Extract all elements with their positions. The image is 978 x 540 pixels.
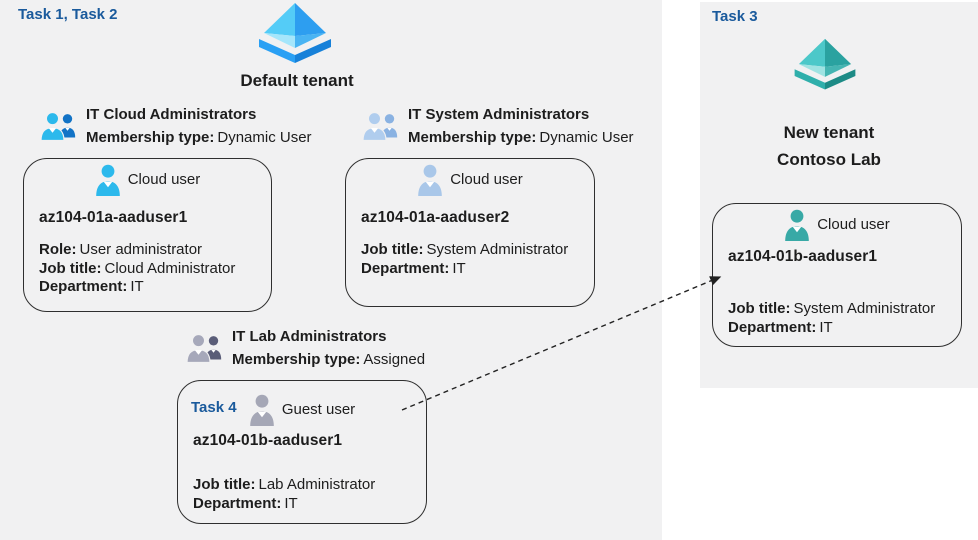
user-name: az104-01b-aaduser1 <box>728 248 878 265</box>
new-tenant-line2: Contoso Lab <box>777 150 881 169</box>
group-it-system-administrators: IT System Administrators Membership type… <box>362 105 634 147</box>
membership-type: Membership type:Assigned <box>232 351 426 368</box>
user-type-row: Cloud user <box>346 164 594 197</box>
new-tenant-label: New tenant Contoso Lab <box>738 119 920 173</box>
user-card-aaduser2: Cloud user az104-01a-aaduser2 Job title:… <box>345 158 595 307</box>
cloud-user-icon <box>785 209 810 241</box>
azure-tenant-pyramid-icon <box>794 38 856 90</box>
user-type-label: Cloud user <box>127 171 201 188</box>
user-name: az104-01a-aaduser2 <box>361 209 510 226</box>
user-field: Job title:System Administrator <box>728 300 936 317</box>
user-type-label: Cloud user <box>450 171 523 188</box>
user-type-row: Cloud user <box>713 209 961 242</box>
user-fields: Job title:System Administrator Departmen… <box>728 300 935 337</box>
cloud-user-icon <box>95 164 120 196</box>
guest-user-card: Task 4 Guest user az104-01b-aaduser1 Job… <box>177 380 427 524</box>
task-1-2-label: Task 1, Task 2 <box>18 6 118 23</box>
group-header-text: IT System Administrators Membership type… <box>408 105 634 147</box>
user-field: Department:IT <box>193 494 298 512</box>
user-type-label: Guest user <box>281 401 356 418</box>
default-tenant-icon <box>256 2 334 66</box>
user-field: Department:IT <box>39 278 144 295</box>
group-it-lab-administrators: IT Lab Administrators Membership type:As… <box>186 327 425 369</box>
user-field: Job title:Lab Administrator <box>193 476 376 493</box>
user-field: Department:IT <box>361 259 466 277</box>
user-field: Department:IT <box>728 318 833 336</box>
task-3-label: Task 3 <box>712 8 758 25</box>
task-4-label: Task 4 <box>191 399 237 416</box>
membership-type: Membership type:Dynamic User <box>86 129 312 146</box>
group-header-text: IT Cloud Administrators Membership type:… <box>86 105 312 147</box>
user-name: az104-01a-aaduser1 <box>39 209 188 226</box>
default-tenant-label: Default tenant <box>240 71 354 90</box>
user-group-icon <box>186 333 222 364</box>
membership-type: Membership type:Dynamic User <box>408 129 634 146</box>
user-fields: Job title:Lab Administrator Department:I… <box>193 476 375 513</box>
user-group-icon <box>40 111 76 142</box>
user-field: Role:User administrator <box>39 241 203 258</box>
new-tenant-line1: New tenant <box>783 123 875 142</box>
guest-user-icon <box>250 394 274 426</box>
user-field: Job title:Cloud Administrator <box>39 259 236 277</box>
user-group-icon <box>362 111 398 142</box>
new-tenant-user-card: Cloud user az104-01b-aaduser1 Job title:… <box>712 203 962 347</box>
user-field: Job title:System Administrator <box>361 241 569 258</box>
group-title: IT Lab Administrators <box>232 328 387 345</box>
new-tenant-icon <box>792 38 858 92</box>
group-title: IT Cloud Administrators <box>86 106 257 123</box>
user-fields: Job title:System Administrator Departmen… <box>361 241 568 278</box>
user-card-aaduser1: Cloud user az104-01a-aaduser1 Role:User … <box>23 158 272 312</box>
azure-tenant-pyramid-icon <box>259 3 331 63</box>
group-title: IT System Administrators <box>408 106 590 123</box>
default-tenant-panel <box>0 0 662 540</box>
user-type-row: Cloud user <box>24 164 271 197</box>
user-name: az104-01b-aaduser1 <box>193 432 343 449</box>
cloud-user-icon <box>418 164 443 196</box>
group-header-text: IT Lab Administrators Membership type:As… <box>232 327 425 369</box>
user-type-row: Guest user <box>178 394 426 427</box>
group-it-cloud-administrators: IT Cloud Administrators Membership type:… <box>40 105 312 147</box>
user-fields: Role:User administrator Job title:Cloud … <box>39 241 235 297</box>
user-type-label: Cloud user <box>817 216 890 233</box>
